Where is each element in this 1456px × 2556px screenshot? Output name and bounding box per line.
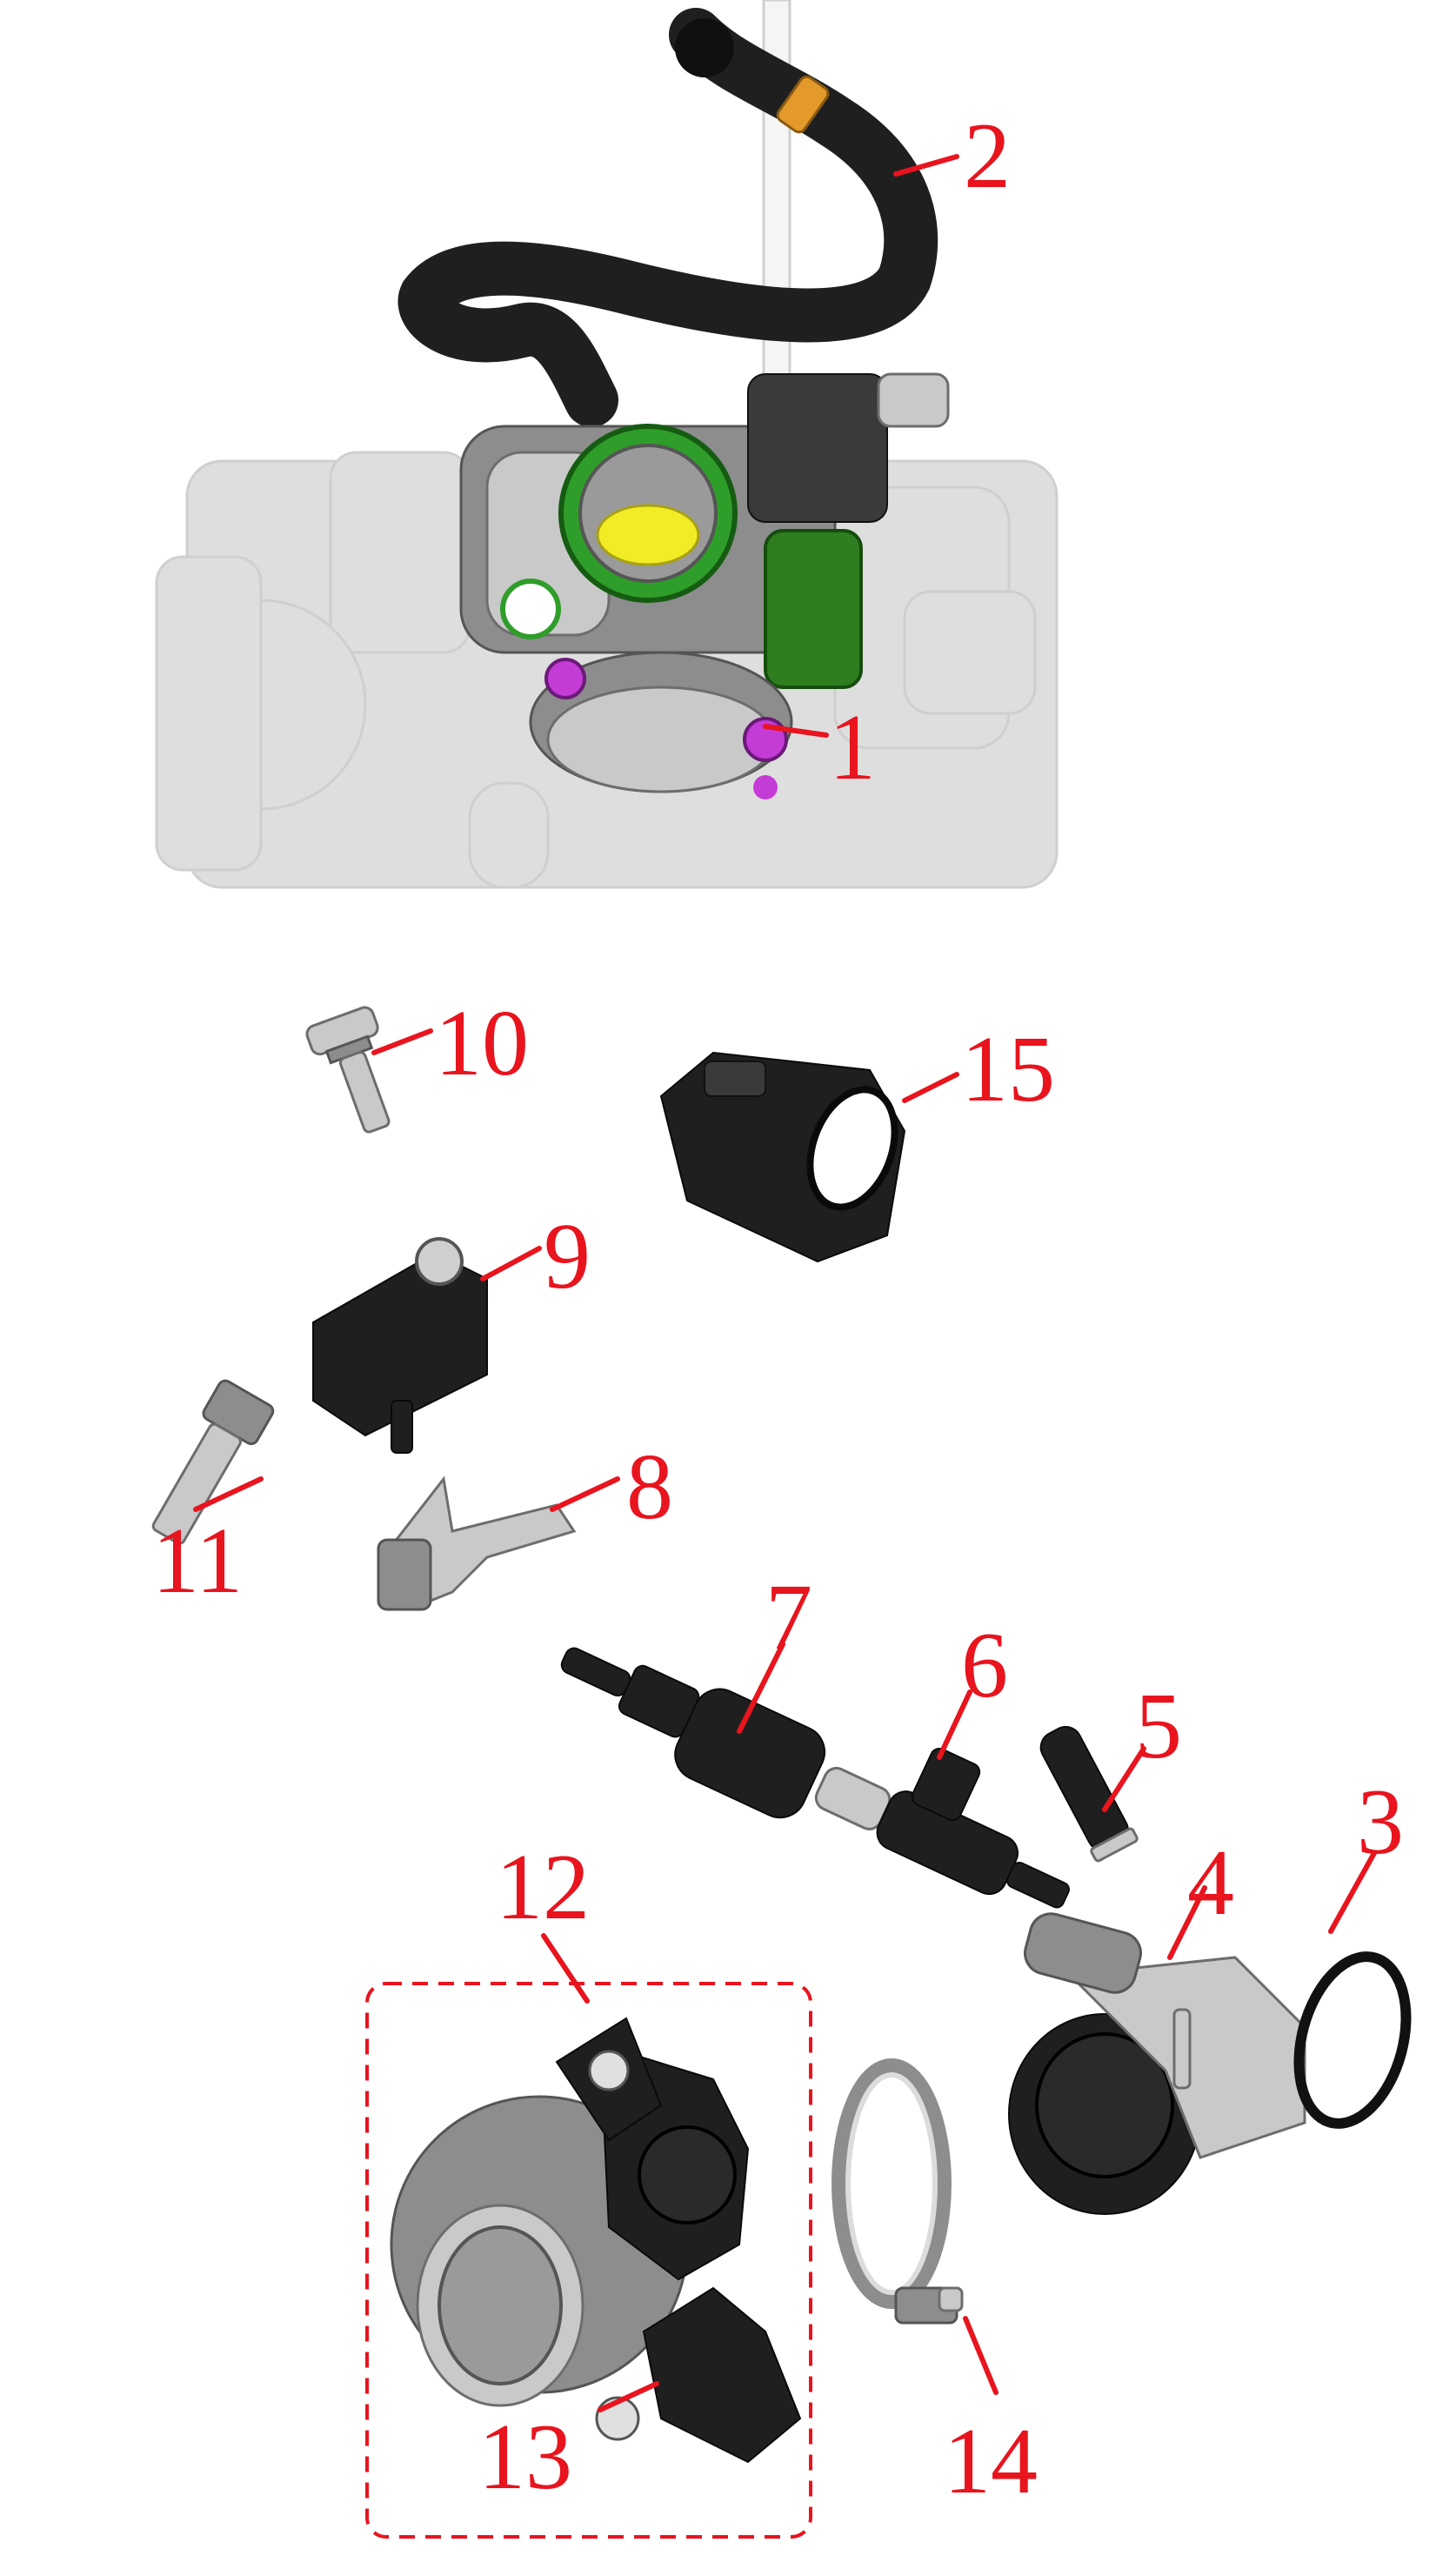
leader-6 bbox=[937, 1690, 972, 1760]
callout-7: 7 bbox=[765, 1566, 812, 1669]
leader-12 bbox=[541, 1933, 590, 2004]
bolt-magenta-3 bbox=[753, 775, 778, 800]
leader-13 bbox=[598, 2381, 659, 2412]
part-6-injector bbox=[814, 1747, 1070, 1909]
leader-9 bbox=[480, 1246, 542, 1281]
part-9-sensor bbox=[312, 1237, 488, 1454]
bolt-magenta-1 bbox=[544, 658, 586, 699]
callout-1: 1 bbox=[829, 696, 876, 800]
hose-assembled bbox=[397, 8, 938, 427]
callout-11: 11 bbox=[152, 1509, 243, 1613]
leader-8 bbox=[550, 1476, 620, 1512]
leader-lines bbox=[193, 154, 1377, 2412]
leader-7 bbox=[737, 1642, 785, 1734]
leader-10 bbox=[371, 1028, 433, 1055]
leader-2 bbox=[893, 154, 959, 177]
part-3-gasket bbox=[1293, 1951, 1412, 2129]
leader-14 bbox=[963, 2316, 998, 2395]
tps-sensor bbox=[764, 529, 863, 689]
throttle-plate bbox=[596, 504, 700, 566]
part-10-screw bbox=[305, 1006, 391, 1134]
callout-4: 4 bbox=[1187, 1831, 1234, 1935]
part-15-rubber-boot bbox=[659, 1051, 906, 1263]
callout-15: 15 bbox=[961, 1018, 1055, 1121]
hose-end bbox=[675, 18, 734, 77]
callout-5: 5 bbox=[1135, 1675, 1182, 1778]
part-5-small-hose bbox=[1039, 1725, 1139, 1863]
callout-9: 9 bbox=[544, 1205, 591, 1308]
part-4-intake-adapter bbox=[1008, 1912, 1306, 2215]
hose-clamp bbox=[776, 75, 830, 134]
callout-labels: 1 2 3 4 5 6 7 8 9 10 11 12 13 14 15 bbox=[152, 104, 1404, 2513]
leader-4 bbox=[1167, 1885, 1207, 1960]
leader-15 bbox=[902, 1072, 959, 1103]
callout-12: 12 bbox=[496, 1836, 590, 1939]
assembled-view bbox=[155, 0, 1059, 889]
part-7-connector bbox=[560, 1647, 826, 1819]
callout-10: 10 bbox=[435, 992, 529, 1095]
leader-1 bbox=[763, 724, 829, 738]
callout-3: 3 bbox=[1357, 1770, 1404, 1874]
part-11-bolt bbox=[151, 1379, 275, 1545]
intake-flange bbox=[529, 651, 793, 800]
callout-13: 13 bbox=[478, 2405, 572, 2509]
leader-11 bbox=[193, 1476, 264, 1512]
throttle-body-assembled bbox=[459, 372, 950, 689]
part-14-hose-clamp bbox=[832, 2058, 964, 2325]
callout-2: 2 bbox=[964, 104, 1011, 208]
leader-5 bbox=[1102, 1746, 1146, 1812]
callout-14: 14 bbox=[944, 2410, 1038, 2513]
callout-6: 6 bbox=[961, 1614, 1008, 1717]
callout-8: 8 bbox=[626, 1435, 673, 1539]
part-12-throttle-body bbox=[390, 2017, 750, 2407]
leader-3 bbox=[1328, 1850, 1377, 1934]
assembly-12-dashed-box bbox=[365, 1982, 812, 2539]
part-8-bracket bbox=[377, 1475, 577, 1611]
